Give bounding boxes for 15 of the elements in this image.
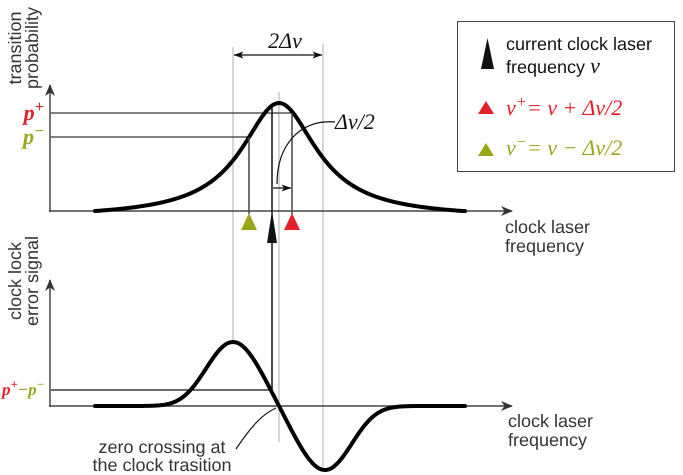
level-label: p$^{−}$ <box>23 125 44 149</box>
axis-label: clock laser frequency <box>505 218 592 256</box>
axis-label: transition probability <box>7 6 41 92</box>
leader-line <box>276 121 336 184</box>
axis-label: clock laser frequency <box>508 412 594 450</box>
dimension-label: 2Δν <box>267 29 303 53</box>
axis-label: clock lock error signal <box>7 234 41 328</box>
dimension-label: Δν/2 <box>335 108 375 136</box>
legend-label: ν$^{+}$= ν + Δν/2 <box>506 94 624 122</box>
legend-label: ν$^{−}$= ν − Δν/2 <box>506 134 624 162</box>
legend-label: current clock laser frequency ν <box>506 33 654 78</box>
leader-line <box>236 407 276 450</box>
level-label: p$^{+}$ <box>24 101 44 125</box>
level-label: p$^{+}$−p$^{−}$ <box>0 378 44 402</box>
annotation-text: zero crossing at the clock trasition <box>88 438 236 474</box>
